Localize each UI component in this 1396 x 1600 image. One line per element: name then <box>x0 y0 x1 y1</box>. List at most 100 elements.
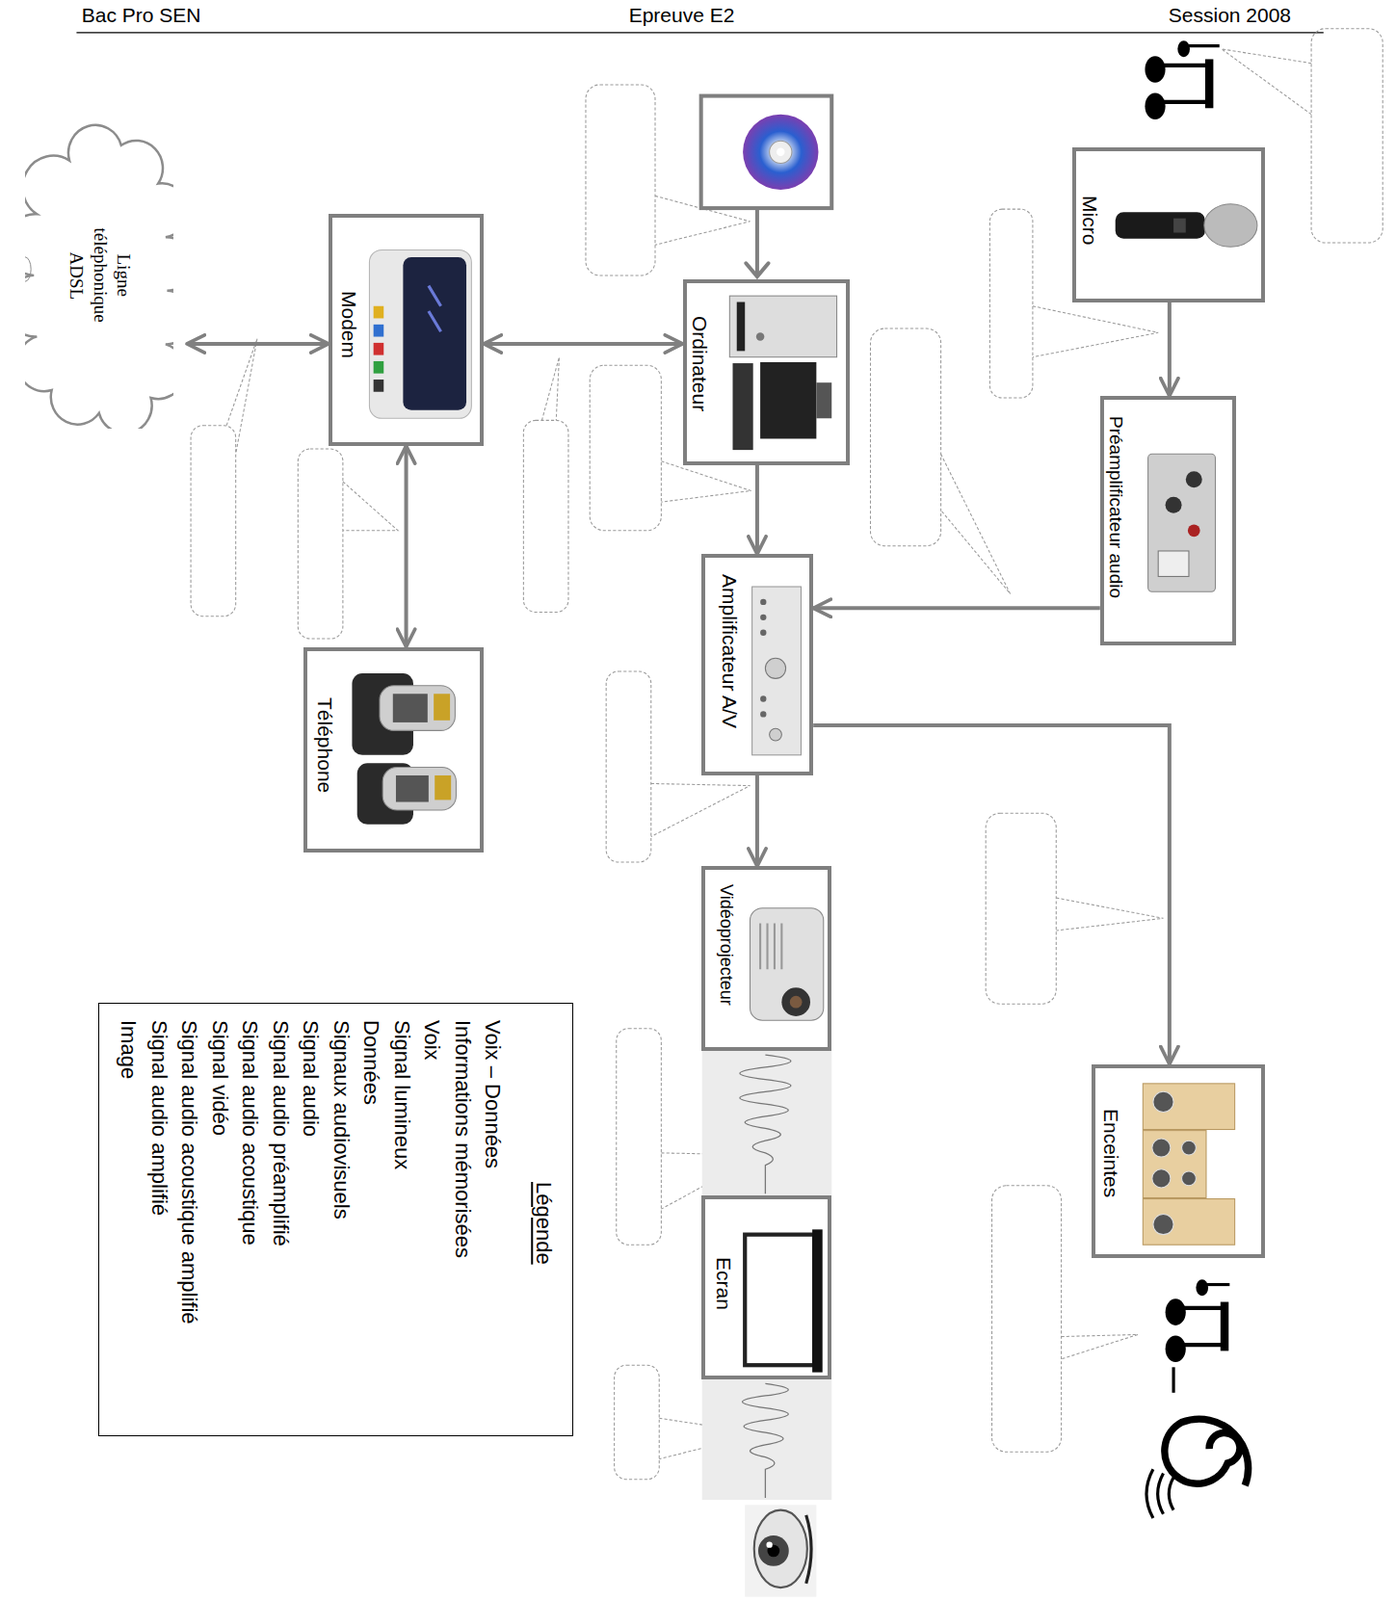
light-wave <box>702 1051 833 1196</box>
modem-picture <box>373 342 385 356</box>
speakers-picture <box>1153 1213 1174 1235</box>
music-notes <box>1205 58 1213 108</box>
music-notes <box>1144 55 1165 83</box>
legend-entry: Signal audio acoustique amplifié <box>174 1020 206 1426</box>
speakers-picture <box>1142 1131 1207 1199</box>
node-label: Ligne téléphonique ADSL <box>63 214 135 336</box>
music-notes <box>1220 1302 1229 1352</box>
callout-bubble <box>605 671 652 863</box>
eye-picture <box>806 1515 812 1584</box>
light-wave <box>702 1051 833 1196</box>
legend-entry: Image <box>113 1020 145 1426</box>
screen-picture <box>744 1229 822 1372</box>
legend-title: Légende <box>528 1020 558 1426</box>
light-wave <box>702 1379 833 1501</box>
cd-box <box>742 114 818 190</box>
projector-picture <box>750 908 824 1022</box>
projector-picture <box>790 996 803 1009</box>
screen-box: Ecran <box>701 1195 833 1380</box>
microphone-picture <box>1115 211 1206 239</box>
callout-bubble <box>1055 897 1163 931</box>
legend-entry: Signal audio préamplifié <box>264 1020 296 1426</box>
modem-picture <box>402 257 467 411</box>
microphone-box: Micro <box>1072 147 1265 303</box>
node-label: Enceintes <box>1099 1108 1123 1198</box>
modem-picture <box>368 250 472 420</box>
speakers-picture <box>1142 1083 1235 1131</box>
amplifier-picture <box>760 614 766 621</box>
modem-picture <box>373 324 385 338</box>
speakers-box: Enceintes <box>1091 1064 1265 1259</box>
light-wave <box>742 1383 790 1499</box>
legend-entry: Signal audio amplifié <box>143 1020 175 1426</box>
node-label: Ordinateur <box>687 316 712 412</box>
cd-arrow <box>745 208 768 277</box>
amplifier-picture <box>769 728 783 741</box>
eye-picture <box>758 1535 790 1567</box>
legend-entry: Signaux audiovisuels <box>325 1020 357 1426</box>
computer-box: Ordinateur <box>683 279 851 466</box>
modem-picture <box>373 379 385 393</box>
callout-bubble <box>190 28 1383 1480</box>
telephone-picture <box>379 685 455 732</box>
amplifier-picture <box>760 711 766 717</box>
music-notes <box>1195 1279 1209 1296</box>
light-wave <box>739 1054 791 1194</box>
callout-bubble <box>616 1028 662 1246</box>
music-notes <box>1162 100 1210 105</box>
callout-bubble <box>651 783 751 837</box>
computer-picture <box>729 295 837 450</box>
cd-box <box>701 96 833 210</box>
modem-picture <box>373 361 385 374</box>
callout-bubble <box>989 209 1032 398</box>
cd-box <box>776 148 785 157</box>
music-notes <box>1188 44 1220 48</box>
speakers-picture <box>1152 1169 1171 1188</box>
amplifier-picture <box>752 586 802 756</box>
callout-bubble <box>1221 49 1312 115</box>
speakers-picture <box>1182 1171 1197 1186</box>
microphone-picture <box>1115 204 1258 247</box>
telephone-picture <box>393 693 428 723</box>
telephone-picture <box>433 693 450 721</box>
music-notes <box>1164 1419 1249 1486</box>
telephone-picture <box>434 775 451 800</box>
preamplifier-picture <box>1185 471 1203 488</box>
projector-picture <box>781 987 811 1017</box>
amplifier-picture <box>764 658 786 679</box>
speakers-picture <box>1153 1091 1174 1112</box>
preamplifier-picture <box>1158 551 1189 577</box>
cd-box <box>769 140 792 163</box>
legend-entry: Signal vidéo <box>204 1020 236 1426</box>
callout-bubble <box>992 1185 1062 1452</box>
computer-picture <box>756 332 764 341</box>
telephone-picture <box>395 775 429 803</box>
illustration-group <box>76 28 1383 1598</box>
callout-bubble <box>660 461 751 502</box>
cd-arrow <box>745 263 768 277</box>
callout-bubble <box>585 84 656 276</box>
connector-arrow <box>404 446 409 648</box>
header-rule <box>76 31 1323 33</box>
preamplifier-box: Préamplificateur audio <box>1100 395 1237 647</box>
amplifier-picture <box>752 586 802 756</box>
music-notes <box>1162 63 1210 68</box>
cloud-outline <box>25 125 174 429</box>
callout-bubble <box>297 448 343 639</box>
eye-picture <box>744 1504 817 1597</box>
modem-picture <box>428 286 442 333</box>
light-wave <box>702 1379 833 1501</box>
node-label: Ecran <box>711 1257 736 1311</box>
music-notes <box>1165 1335 1186 1363</box>
callout-bubble <box>1311 28 1383 243</box>
computer-picture <box>733 363 754 450</box>
amplifier-picture <box>760 695 766 702</box>
node-label: Vidéoprojecteur <box>716 884 738 1006</box>
callout-bubble <box>614 1365 660 1480</box>
legend-entry: Signal audio acoustique <box>235 1020 266 1426</box>
connector-arrow <box>813 725 1170 1065</box>
music-notes <box>1165 1298 1186 1326</box>
music-notes <box>1144 92 1165 120</box>
